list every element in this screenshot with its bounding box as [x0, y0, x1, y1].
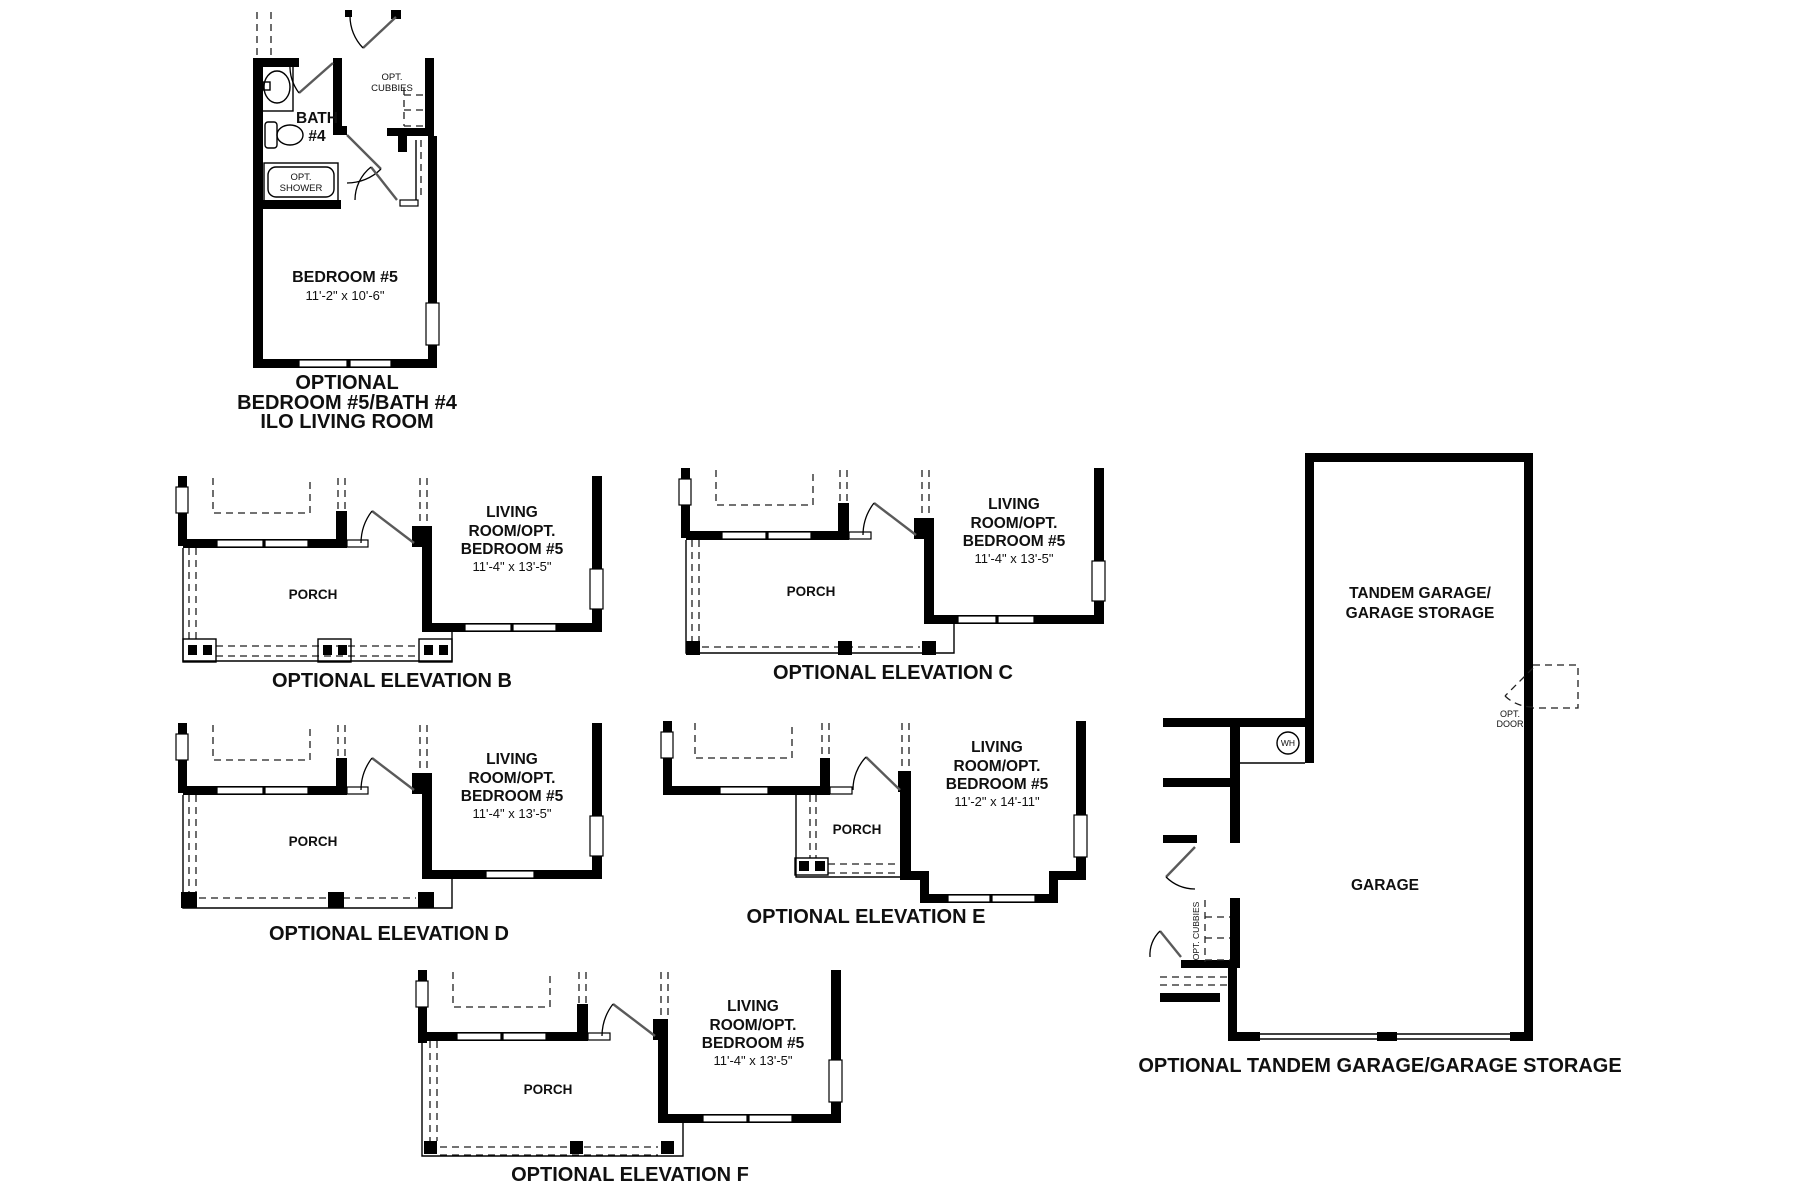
room-label: LIVING	[971, 739, 1023, 756]
optional-elevation-c-plan: LIVING ROOM/OPT. BEDROOM #5 11'-4" x 13'…	[678, 468, 1106, 684]
room-label: LIVING	[988, 496, 1040, 513]
water-heater-circle	[1276, 731, 1300, 755]
door-swing	[360, 510, 415, 544]
garage-label: GARAGE	[1351, 877, 1419, 894]
porch-label: PORCH	[524, 1082, 573, 1097]
room-label: BEDROOM #5	[292, 269, 398, 286]
toilet-bowl	[276, 124, 304, 146]
water-heater-label: WH	[1281, 738, 1295, 748]
plan-caption: OPTIONAL ELEVATION D	[269, 923, 509, 945]
plan-caption: OPTIONAL ELEVATION C	[773, 662, 1013, 684]
door-swing	[1149, 846, 1196, 958]
plan-caption: ILO LIVING ROOM	[260, 411, 433, 433]
opt-cubbies-label: CUBBIES	[371, 83, 413, 94]
plan-caption: BEDROOM #5/BATH #4	[237, 392, 458, 414]
door-swing	[852, 756, 901, 791]
door-swing	[360, 757, 415, 791]
porch-slab	[685, 540, 955, 654]
room-label: ROOM/OPT.	[710, 1017, 797, 1034]
plan-caption: OPTIONAL TANDEM GARAGE/GARAGE STORAGE	[1138, 1055, 1621, 1077]
room-label: BEDROOM #5	[702, 1035, 805, 1052]
porch-columns	[794, 857, 829, 876]
porch-label: PORCH	[787, 584, 836, 599]
windows	[678, 478, 1106, 624]
room-label: LIVING	[486, 751, 538, 768]
water-heater	[1240, 731, 1305, 764]
room-dimensions: 11'-4" x 13'-5"	[975, 551, 1054, 566]
bath-fixtures	[261, 65, 339, 202]
bath-label-number: #4	[308, 128, 326, 145]
opt-door-label: DOOR	[1497, 719, 1525, 729]
room-label: BEDROOM #5	[946, 776, 1049, 793]
opt-cubbies-label: OPT.	[381, 72, 402, 83]
dashed-outlines	[694, 723, 910, 874]
room-label: ROOM/OPT.	[954, 758, 1041, 775]
optional-bedroom5-bath4-plan: BATH #4 OPT. SHOWER OPT. CUBBIES BEDROOM…	[237, 10, 458, 433]
plan-caption: OPTIONAL ELEVATION E	[747, 906, 986, 928]
porch-columns	[181, 892, 434, 908]
room-dimensions: 11'-2" x 14'-11"	[954, 794, 1040, 809]
porch-columns	[424, 1141, 674, 1154]
room-label: ROOM/OPT.	[469, 523, 556, 540]
door-swing	[289, 15, 398, 201]
garage-door	[1260, 1033, 1510, 1040]
porch-columns	[686, 641, 936, 655]
dashed-outlines	[256, 12, 424, 200]
room-label: LIVING	[486, 504, 538, 521]
porch-label: PORCH	[289, 834, 338, 849]
plan-caption: OPTIONAL ELEVATION B	[272, 670, 512, 692]
bath-label: BATH	[296, 110, 338, 127]
porch-label: PORCH	[289, 587, 338, 602]
porch-columns	[182, 638, 453, 663]
walls	[1160, 453, 1533, 1041]
shower-pan	[263, 162, 339, 202]
room-label: BEDROOM #5	[963, 533, 1066, 550]
tandem-garage-label: GARAGE STORAGE	[1346, 605, 1495, 622]
dashed-outlines	[691, 470, 930, 648]
windows	[415, 980, 843, 1123]
optional-elevation-e-plan: LIVING ROOM/OPT. BEDROOM #5 11'-2" x 14'…	[660, 721, 1088, 928]
room-dimensions: 11'-4" x 13'-5"	[714, 1053, 793, 1068]
windows	[298, 199, 440, 368]
optional-elevation-f-plan: LIVING ROOM/OPT. BEDROOM #5 11'-4" x 13'…	[415, 970, 843, 1186]
opt-door-swing	[1504, 664, 1579, 709]
room-label: ROOM/OPT.	[971, 515, 1058, 532]
windows	[175, 733, 604, 879]
opt-shower-label: SHOWER	[280, 183, 323, 194]
porch-slab	[182, 795, 453, 909]
plan-caption: OPTIONAL ELEVATION F	[511, 1164, 749, 1186]
porch-label: PORCH	[833, 822, 882, 837]
door-swing	[601, 1003, 656, 1037]
opt-door-label: OPT.	[1500, 709, 1520, 719]
room-dimensions: 11'-4" x 13'-5"	[473, 559, 552, 574]
room-label: LIVING	[727, 998, 779, 1015]
room-label: BEDROOM #5	[461, 788, 564, 805]
opt-cubbies-label: OPT. CUBBIES	[1191, 901, 1201, 960]
room-dimensions: 11'-4" x 13'-5"	[473, 806, 552, 821]
room-dimensions: 11'-2" x 10'-6"	[306, 288, 385, 303]
dashed-outlines	[188, 478, 428, 657]
porch-slab	[421, 1041, 684, 1157]
windows	[660, 731, 1088, 903]
optional-elevation-b-plan: LIVING ROOM/OPT. BEDROOM #5 11'-4" x 13'…	[175, 476, 604, 692]
opt-shower-label: OPT.	[290, 172, 311, 183]
windows	[175, 486, 604, 632]
door-swing	[862, 502, 917, 536]
porch-slab	[795, 795, 900, 878]
plan-caption: OPTIONAL	[295, 372, 398, 394]
tandem-garage-label: TANDEM GARAGE/	[1349, 585, 1491, 602]
optional-elevation-d-plan: LIVING ROOM/OPT. BEDROOM #5 11'-4" x 13'…	[175, 723, 604, 945]
dashed-outlines	[1160, 900, 1230, 986]
optional-tandem-garage-plan: TANDEM GARAGE/ GARAGE STORAGE GARAGE WH …	[1138, 453, 1622, 1077]
dashed-outlines	[188, 725, 428, 899]
toilet-tank	[264, 121, 278, 149]
room-label: ROOM/OPT.	[469, 770, 556, 787]
room-label: BEDROOM #5	[461, 541, 564, 558]
dashed-outlines	[429, 972, 669, 1156]
